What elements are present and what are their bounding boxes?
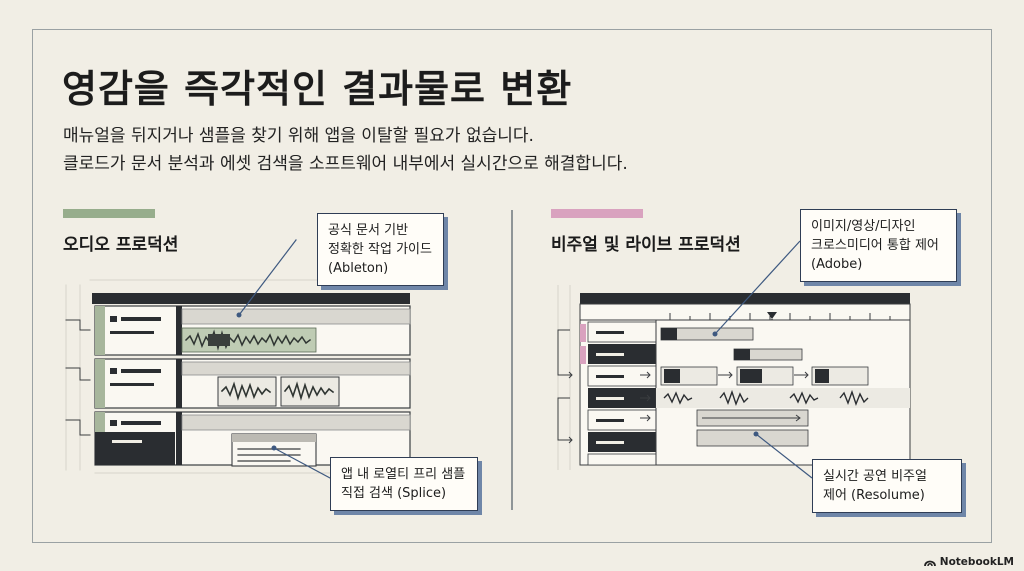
ableton-callout: 공식 문서 기반 정확한 작업 가이드 (Ableton) [317,213,444,286]
resolume-callout-line-2: 제어 (Resolume) [823,488,925,503]
audio-accent-bar [63,209,155,218]
resolume-callout: 실시간 공연 비주얼 제어 (Resolume) [812,459,962,513]
audio-section-heading: 오디오 프로덕션 [63,235,179,255]
resolume-callout-line-1: 실시간 공연 비주얼 [823,469,927,484]
timeline-header-bar [580,293,910,304]
adobe-callout-line-2: 크로스미디어 통합 제어 [811,238,939,253]
notebooklm-watermark: NotebookLM [923,556,1014,568]
visual-section-heading: 비주얼 및 라이브 프로덕션 [551,235,741,255]
video-illustration [557,240,911,479]
daw-illustration [65,239,421,479]
splice-callout: 앱 내 로열티 프리 샘플 직접 검색 (Splice) [330,457,478,511]
ableton-callout-line-2: 정확한 작업 가이드 [328,242,432,257]
ableton-callout-line-1: 공식 문서 기반 [328,223,409,238]
content-frame [32,29,992,543]
notebooklm-logo-icon [923,560,936,567]
visual-accent-bar [551,209,643,218]
subtitle-line-1: 매뉴얼을 뒤지거나 샘플을 찾기 위해 앱을 이탈할 필요가 없습니다. [63,126,534,146]
splice-callout-line-2: 직접 검색 (Splice) [341,486,447,501]
section-divider [511,210,513,510]
ableton-callout-line-3: (Ableton) [328,261,389,276]
splice-callout-line-1: 앱 내 로열티 프리 샘플 [341,467,466,482]
brand-label: NotebookLM [939,556,1014,568]
subtitle-line-2: 클로드가 문서 분석과 에셋 검색을 소프트웨어 내부에서 실시간으로 해결합니… [63,154,628,174]
adobe-callout-line-1: 이미지/영상/디자인 [811,219,916,234]
adobe-callout-line-3: (Adobe) [811,257,863,272]
page-title: 영감을 즉각적인 결과물로 변환 [62,67,573,111]
adobe-callout: 이미지/영상/디자인 크로스미디어 통합 제어 (Adobe) [800,209,957,282]
